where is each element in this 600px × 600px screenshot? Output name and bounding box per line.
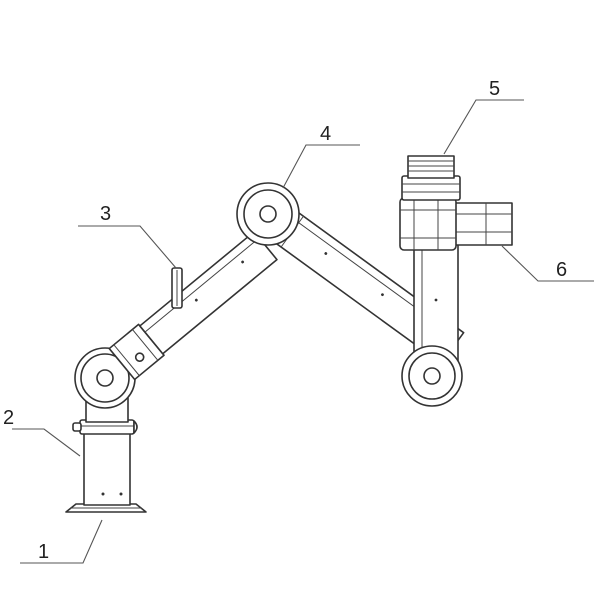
lower-arm	[108, 231, 278, 381]
callout-3: 3	[100, 203, 111, 225]
leader-4	[282, 144, 360, 189]
elbow-joint	[236, 182, 300, 246]
leader-6	[501, 245, 594, 282]
leader-1	[20, 519, 103, 564]
callout-5: 5	[489, 78, 500, 100]
callout-1: 1	[38, 541, 49, 563]
lower-right-joint	[401, 345, 463, 407]
top-connector	[401, 155, 461, 201]
callout-6: 6	[556, 259, 567, 281]
base-flange	[65, 503, 147, 513]
lower-joint	[74, 347, 136, 423]
callout-labels: 1 2 3 4 5 6	[3, 78, 567, 563]
leader-lines	[12, 99, 594, 564]
base-column	[72, 419, 138, 506]
leader-2	[12, 428, 81, 457]
handle	[171, 267, 183, 309]
leader-3	[78, 225, 177, 269]
leader-5	[443, 99, 524, 155]
callout-2: 2	[3, 407, 14, 429]
callout-4: 4	[320, 123, 331, 145]
swivel-housing	[399, 197, 457, 251]
